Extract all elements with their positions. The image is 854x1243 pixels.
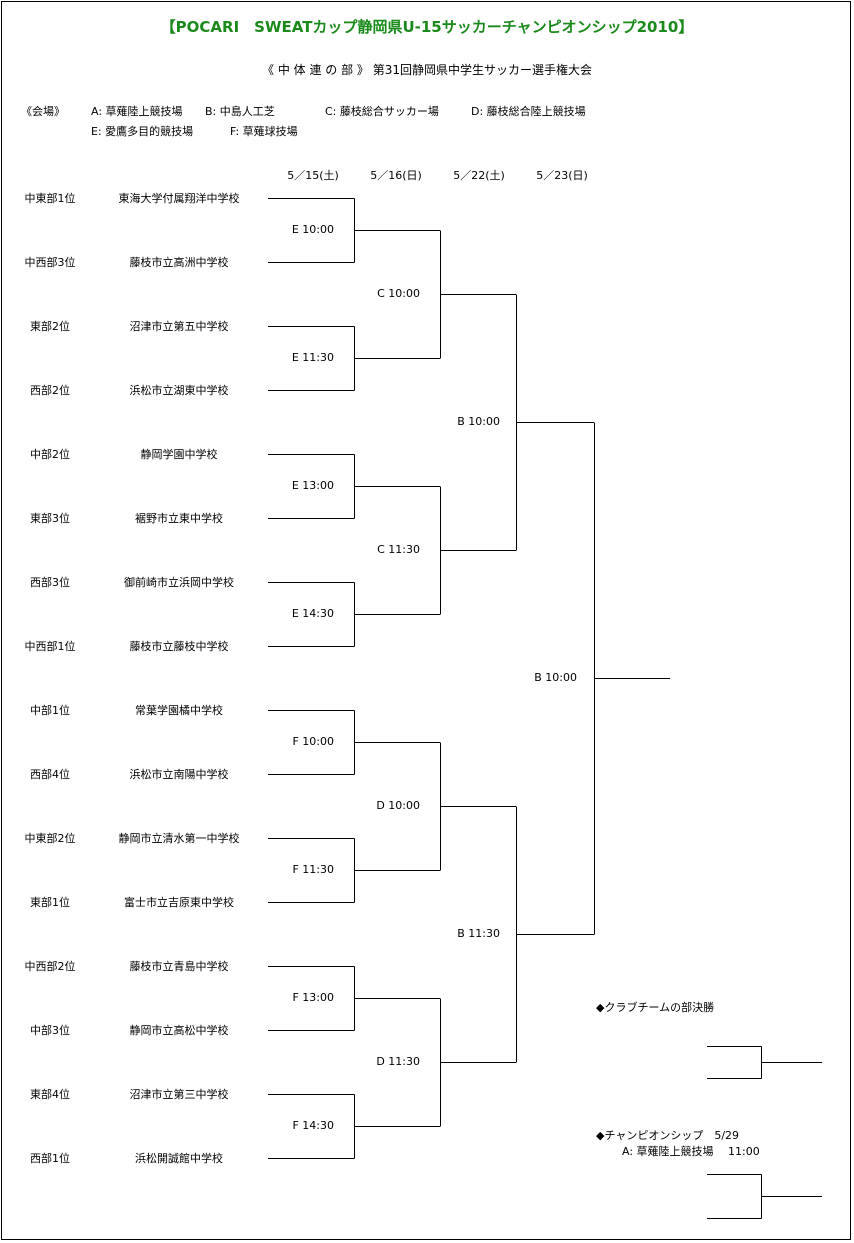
match-round3: B 10:00 <box>457 415 500 428</box>
match-round1: E 13:00 <box>291 479 334 492</box>
team-seed: 中西部3位 <box>24 256 76 269</box>
team-name: 浜松市立湖東中学校 <box>129 384 229 397</box>
page-title: 【POCARI SWEATカップ静岡県U-15サッカーチャンピオンシップ2010… <box>160 18 694 36</box>
team-name: 静岡市立高松中学校 <box>129 1024 229 1037</box>
venue-e: E: 愛鷹多目的競技場 <box>91 125 194 138</box>
team-seed: 中部2位 <box>30 448 70 461</box>
match-round2: C 11:30 <box>377 543 420 556</box>
team-name: 浜松開誠館中学校 <box>135 1152 223 1165</box>
team-seed: 西部1位 <box>30 1152 70 1165</box>
page-subtitle: 《 中 体 連 の 部 》 第31回静岡県中学生サッカー選手権大会 <box>262 63 592 77</box>
team-name: 御前崎市立浜岡中学校 <box>124 576 234 589</box>
match-round1: F 13:00 <box>292 991 334 1004</box>
match-round2: D 11:30 <box>376 1055 420 1068</box>
team-seed: 中西部1位 <box>24 640 76 653</box>
team-seed: 東部4位 <box>30 1088 70 1101</box>
date-round3: 5／22(土) <box>453 169 505 182</box>
venue-c: C: 藤枝総合サッカー場 <box>325 105 439 118</box>
match-round1: E 14:30 <box>291 607 334 620</box>
match-round1: E 11:30 <box>291 351 334 364</box>
match-round3: B 11:30 <box>457 927 500 940</box>
team-name: 裾野市立東中学校 <box>135 512 223 525</box>
team-name: 常葉学園橘中学校 <box>135 704 223 717</box>
team-seed: 中西部2位 <box>24 960 76 973</box>
team-name: 沼津市立第五中学校 <box>129 320 229 333</box>
team-name: 富士市立吉原東中学校 <box>124 896 234 909</box>
date-round2: 5／16(日) <box>370 169 422 182</box>
team-name: 藤枝市立高洲中学校 <box>129 256 229 269</box>
team-seed: 中部3位 <box>30 1024 70 1037</box>
team-name: 藤枝市立青島中学校 <box>129 960 229 973</box>
match-round1: F 10:00 <box>292 735 334 748</box>
venue-b: B: 中島人工芝 <box>205 105 275 118</box>
team-seed: 中東部2位 <box>24 832 76 845</box>
venue-a: A: 草薙陸上競技場 <box>91 105 183 118</box>
team-name: 藤枝市立藤枝中学校 <box>129 640 229 653</box>
venue-legend-label: 《会場》 <box>21 105 65 118</box>
match-round2: D 10:00 <box>376 799 420 812</box>
team-seed: 東部3位 <box>30 512 70 525</box>
match-round1: F 14:30 <box>292 1119 334 1132</box>
team-seed: 中東部1位 <box>24 192 76 205</box>
team-seed: 西部4位 <box>30 768 70 781</box>
match-round1: F 11:30 <box>292 863 334 876</box>
match-final: B 10:00 <box>534 671 577 684</box>
date-final: 5／23(日) <box>536 169 588 182</box>
team-name: 沼津市立第三中学校 <box>129 1088 229 1101</box>
team-seed: 西部3位 <box>30 576 70 589</box>
team-seed: 中部1位 <box>30 704 70 717</box>
match-round2: C 10:00 <box>377 287 420 300</box>
match-round1: E 10:00 <box>291 223 334 236</box>
championship-label: ◆チャンピオンシップ 5/29 <box>596 1129 740 1142</box>
venue-f: F: 草薙球技場 <box>230 125 298 138</box>
team-name: 東海大学付属翔洋中学校 <box>118 192 240 205</box>
venue-d: D: 藤枝総合陸上競技場 <box>471 105 586 118</box>
team-name: 浜松市立南陽中学校 <box>129 768 229 781</box>
team-seed: 東部2位 <box>30 320 70 333</box>
club-final-label: ◆クラブチームの部決勝 <box>596 1001 715 1014</box>
team-name: 静岡学園中学校 <box>140 448 218 461</box>
team-seed: 西部2位 <box>30 384 70 397</box>
team-seed: 東部1位 <box>30 896 70 909</box>
date-round1: 5／15(土) <box>287 169 339 182</box>
team-name: 静岡市立清水第一中学校 <box>118 832 240 845</box>
championship-venue: A: 草薙陸上競技場 11:00 <box>622 1145 760 1158</box>
